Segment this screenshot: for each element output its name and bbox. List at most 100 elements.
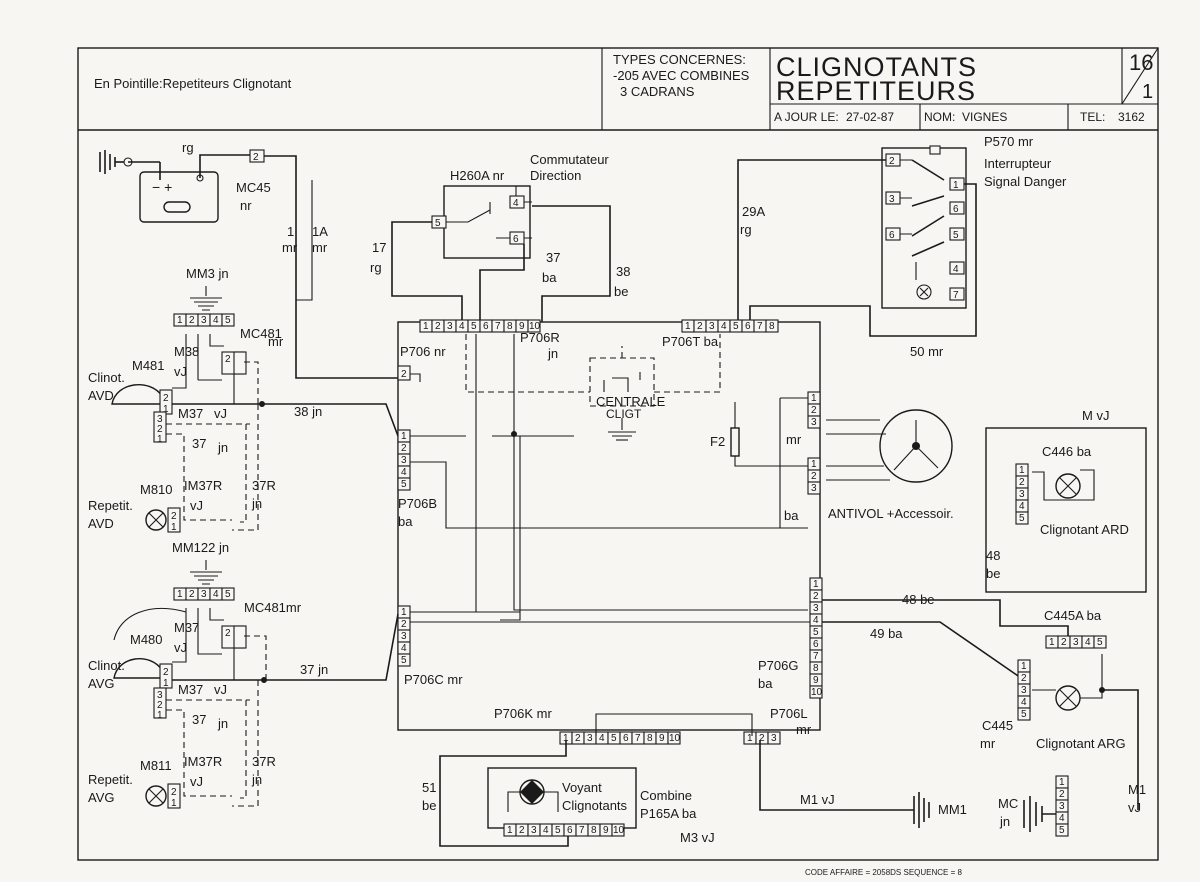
antivol-color-label: mr: [786, 432, 802, 447]
connector-pin-number: 4: [213, 315, 219, 326]
svg-text:2: 2: [171, 787, 177, 798]
fuse-f2: [730, 427, 740, 457]
connector-pin-number: 10: [613, 825, 625, 836]
connector-pin-number: 1: [177, 315, 183, 326]
connector-pin-number: 2: [811, 471, 817, 482]
connector-pin-number: 4: [1085, 637, 1091, 648]
connector-pin-number: 7: [579, 825, 585, 836]
connector-m811: 21: [167, 783, 181, 809]
svg-text:− +: − +: [152, 179, 172, 195]
svg-text:2: 2: [171, 511, 177, 522]
connector-mc481-bottom: 21: [221, 625, 247, 649]
connector-pin-number: 10: [529, 321, 541, 332]
connector-pin-number: 5: [1021, 709, 1027, 720]
connector-pin-number: 2: [697, 321, 703, 332]
connector-c445a-label: C445A ba: [1044, 608, 1102, 623]
connector-pin-number: 2: [575, 733, 581, 744]
flasher-unit-sublabel: CLIGT: [606, 407, 642, 421]
switch-direction-label: Direction: [530, 168, 581, 183]
wire-51: [439, 740, 569, 847]
switch-p570-interrupteur: Interrupteur: [984, 156, 1052, 171]
connector-pin-cell: [1017, 707, 1031, 721]
connector-pin-cell: [809, 685, 823, 699]
svg-text:1: 1: [157, 434, 163, 445]
connector-pin-number: 8: [813, 663, 819, 674]
connector-pin-number: 1: [401, 431, 407, 442]
connector-pin-number: 5: [611, 733, 617, 744]
connector-pin-number: 1: [811, 459, 817, 470]
connector-mc481-top: 21: [221, 351, 247, 375]
connector-pin-number: 4: [813, 615, 819, 626]
header-types-1: TYPES CONCERNES:: [613, 52, 746, 67]
svg-text:4: 4: [513, 198, 519, 209]
connector-p165a-label: P165A ba: [640, 806, 697, 821]
connector-pin-cell: [667, 731, 681, 745]
svg-text:1: 1: [157, 710, 163, 721]
switch-p570: [881, 147, 967, 309]
wire-m37-top-label: M37: [178, 406, 203, 421]
connector-pin-number: 8: [647, 733, 653, 744]
connector-p706r-color: jn: [547, 346, 558, 361]
antivol-ba-label: ba: [784, 508, 799, 523]
indicator-clignotants-label: Clignotants: [562, 798, 628, 813]
svg-text:3: 3: [889, 194, 895, 205]
svg-text:2: 2: [157, 424, 163, 435]
wire-29a: [737, 159, 886, 322]
connector-pin-cell: [1055, 823, 1069, 837]
wire-1a-color: mr: [312, 240, 328, 255]
switch-h260a-label: H260A nr: [450, 168, 505, 183]
connector-c446-label: C446 ba: [1042, 444, 1092, 459]
connector-pin-number: 5: [813, 627, 819, 638]
connector-pin-number: 3: [201, 589, 207, 600]
wire-38-num: 38: [616, 264, 630, 279]
ground-mm1-label: MM1: [938, 802, 967, 817]
connector-p706g-color: ba: [758, 676, 773, 691]
connector-pin-cell: [527, 319, 541, 333]
connector-m810-label: M810: [140, 482, 173, 497]
wire-37-bottom-num: 37: [192, 712, 206, 727]
connector-pin-number: 1: [813, 579, 819, 590]
connector-pin-number: 4: [1019, 501, 1025, 512]
connector-pin-number: 2: [813, 591, 819, 602]
connector-m480: 21: [159, 663, 173, 689]
wire-1-color: mr: [282, 240, 298, 255]
connector-pin-number: 2: [1061, 637, 1067, 648]
wire-m1: [759, 740, 902, 811]
svg-text:1: 1: [171, 522, 177, 533]
flasher-ground-icon: [608, 418, 636, 441]
connector-pin-cell: [221, 587, 235, 601]
wire-m38-color: vJ: [174, 364, 187, 379]
connector-m481: 21: [159, 389, 173, 415]
lamp-clinot-avd: [111, 383, 163, 405]
wire-m37-mid-color: vJ: [174, 640, 187, 655]
connector-pin-number: 2: [811, 405, 817, 416]
repeater-avg-lamp-icon: [145, 785, 167, 807]
header-note: En Pointille:Repetiteurs Clignotant: [94, 76, 292, 91]
connector-pin-number: 7: [757, 321, 763, 332]
connector-pin-number: 1: [1021, 661, 1027, 672]
wire-im37r-bottom-label: IM37R: [184, 754, 222, 769]
connector-pin-cell: [221, 313, 235, 327]
connector-p706l-label: P706L: [770, 706, 808, 721]
lamp-avd-label: Clinot.: [88, 370, 125, 385]
ground-mm122-icon: [190, 560, 222, 585]
connector-p706r-label: P706R: [520, 330, 560, 345]
wire-50: [749, 183, 977, 337]
tel-value: 3162: [1118, 110, 1145, 124]
connector-pin-number: 3: [401, 631, 407, 642]
connector-pin-number: 10: [669, 733, 681, 744]
svg-text:2: 2: [401, 369, 407, 380]
connector-pin-number: 4: [1021, 697, 1027, 708]
switch-p570-pins: 2 3 6 5 4 7 1 6: [885, 153, 965, 301]
connector-m481-label: M481: [132, 358, 165, 373]
wire-48-num: 48: [986, 548, 1000, 563]
connector-pin-number: 3: [709, 321, 715, 332]
connector-pin-number: 3: [201, 315, 207, 326]
connector-pin-cell: [767, 731, 781, 745]
header-types-3: 3 CADRANS: [620, 84, 695, 99]
connector-pin-cell: [1093, 635, 1107, 649]
svg-text:2: 2: [889, 156, 895, 167]
